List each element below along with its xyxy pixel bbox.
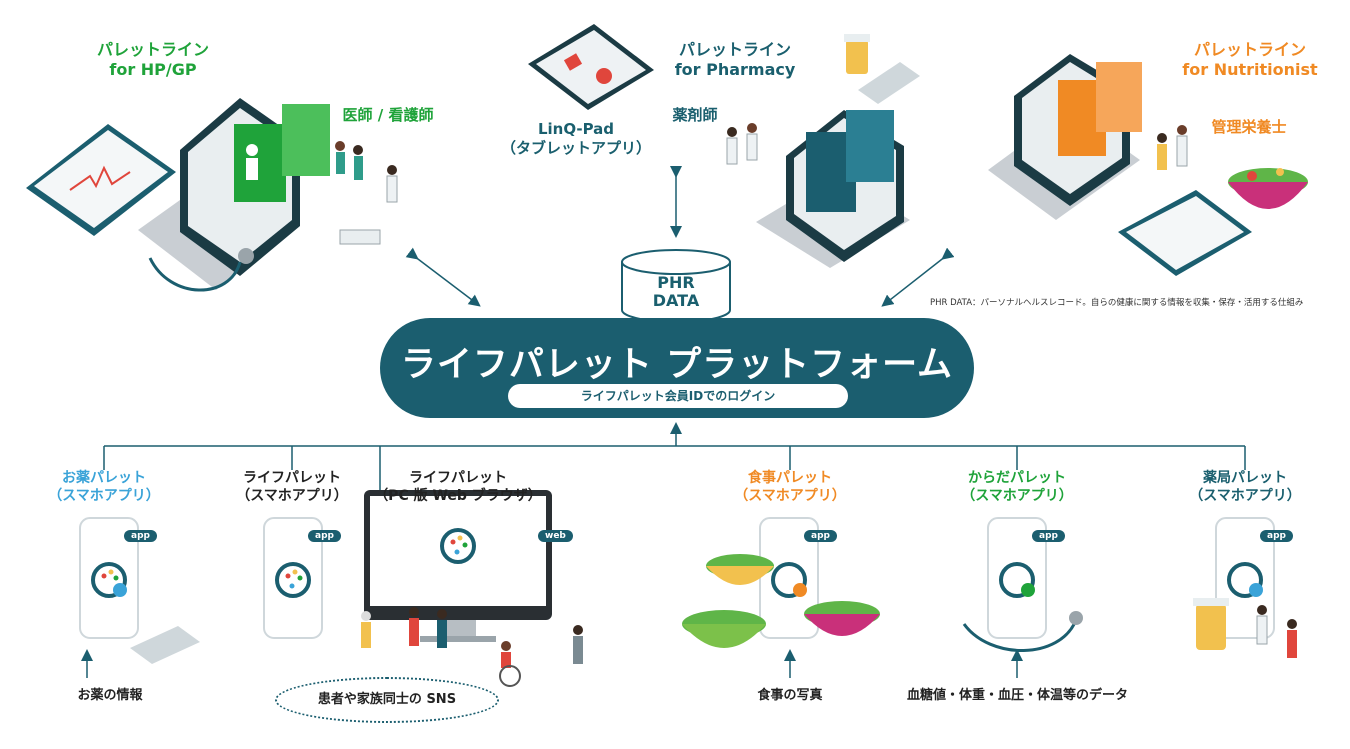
pharmacy-role: 薬剤師 (672, 106, 718, 124)
phr-database-icon (621, 249, 731, 323)
app-pc-line1: ライフパレット (409, 470, 507, 486)
app-pc-line2: （PC 版 Web ブラウザ） (374, 487, 542, 504)
app-lifepalette-line1: ライフパレット (243, 470, 341, 486)
linq-line2: （タブレットアプリ） (500, 138, 651, 157)
app-shokuji-line1: 食事パレット (748, 470, 832, 486)
app-okusuri-line1: お薬パレット (62, 470, 146, 486)
phr-line1: PHR (657, 273, 695, 292)
caption-karada: 血糖値・体重・血圧・体温等のデータ (906, 688, 1128, 703)
arrow-hpgp (405, 247, 481, 307)
app-shokuji-line2: （スマホアプリ） (734, 487, 846, 504)
caption-okusuri: お薬の情報 (77, 688, 143, 703)
nutritionist-title: パレットライン for Nutritionist (1165, 40, 1335, 80)
app-yakkyoku-title: 薬局パレット （スマホアプリ） (1175, 470, 1315, 505)
hpgp-title-line2: for HP/GP (109, 60, 197, 79)
app-okusuri-title: お薬パレット （スマホアプリ） (34, 470, 174, 505)
app-lifepalette-title: ライフパレット （スマホアプリ） (222, 470, 362, 505)
app-karada-line2: （スマホアプリ） (961, 487, 1073, 504)
platform-banner: ライフパレット プラットフォーム ライフパレット会員IDでのログイン (380, 318, 974, 418)
app-shokuji-title: 食事パレット （スマホアプリ） (720, 470, 860, 505)
nutritionist-title-line2: for Nutritionist (1182, 60, 1318, 79)
pharmacy-title: パレットライン for Pharmacy (655, 40, 815, 80)
linq-line1: LinQ-Pad (537, 120, 615, 138)
hpgp-illustration (26, 98, 398, 292)
nutritionist-role: 管理栄養士 (1211, 118, 1287, 136)
app-badge: app (1260, 530, 1293, 542)
pharmacy-title-line1: パレットライン (678, 40, 791, 59)
app-okusuri-line2: （スマホアプリ） (48, 487, 160, 504)
sns-oval: 患者や家族同士の SNS (275, 677, 499, 723)
pharmacy-illustration (528, 24, 920, 268)
app-karada-title: からだパレット （スマホアプリ） (947, 470, 1087, 505)
app-karada-line1: からだパレット (968, 470, 1066, 486)
login-pill: ライフパレット会員IDでのログイン (508, 384, 848, 408)
phr-line2: DATA (652, 291, 700, 311)
nutritionist-title-line1: パレットライン (1193, 40, 1306, 59)
hpgp-title: パレットライン for HP/GP (78, 40, 228, 80)
platform-title: ライフパレット プラットフォーム (400, 345, 954, 385)
phone-yakkyoku (1193, 517, 1297, 658)
caption-shokuji: 食事の写真 (757, 688, 823, 703)
phone-shokuji (682, 517, 880, 648)
linq-label: LinQ-Pad （タブレットアプリ） (486, 120, 666, 158)
nutritionist-illustration (988, 54, 1308, 276)
app-badge: app (308, 530, 341, 542)
phone-okusuri (79, 517, 200, 664)
pharmacy-title-line2: for Pharmacy (674, 60, 796, 79)
app-lifepalette-line2: （スマホアプリ） (236, 487, 348, 504)
phr-data-label: PHR DATA (626, 273, 726, 311)
app-pc-title: ライフパレット （PC 版 Web ブラウザ） (370, 470, 546, 505)
app-badge: app (804, 530, 837, 542)
app-yakkyoku-line2: （スマホアプリ） (1189, 487, 1301, 504)
phr-note: PHR DATA：パーソナルヘルスレコード。自らの健康に関する情報を収集・保存・… (930, 298, 1304, 308)
web-badge: web (538, 530, 573, 542)
pc-monitor (361, 490, 583, 687)
app-badge: app (124, 530, 157, 542)
phone-lifepalette (263, 517, 323, 639)
app-yakkyoku-line1: 薬局パレット (1203, 470, 1287, 486)
hpgp-title-line1: パレットライン (96, 40, 209, 59)
app-badge: app (1032, 530, 1065, 542)
phone-karada (962, 517, 1083, 652)
hpgp-role: 医師 / 看護師 (342, 106, 434, 124)
arrow-nutritionist (881, 247, 955, 307)
